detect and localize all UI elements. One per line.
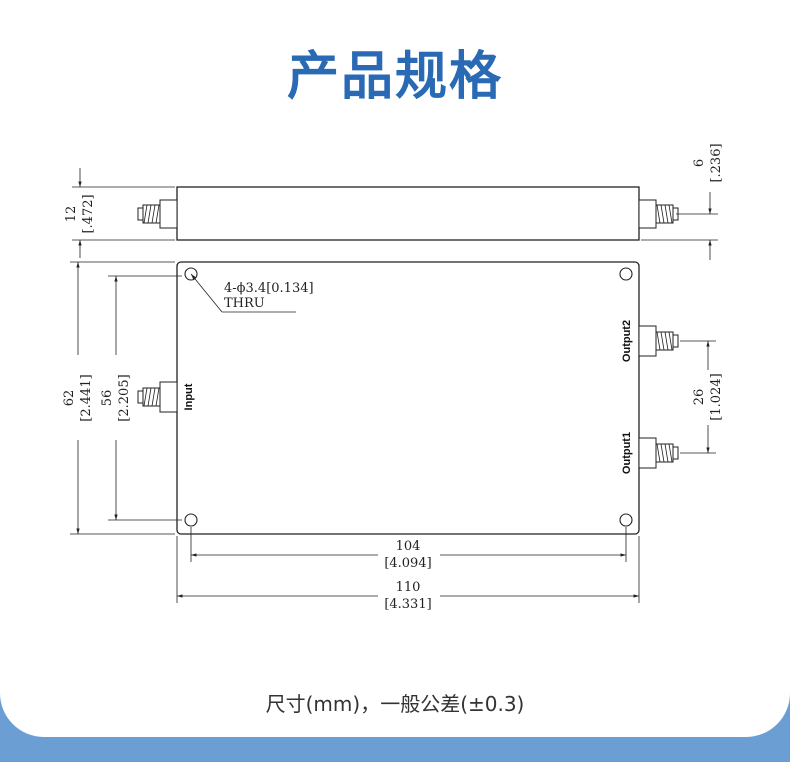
- spec-card: 产品规格: [0, 0, 790, 737]
- dim-hole-pitch-h-mm: 104: [396, 539, 421, 554]
- dim-hole-pitch-v-mm: 56: [100, 390, 115, 407]
- mounting-hole-bottom-right: [619, 513, 633, 527]
- hole-note-thru: THRU: [224, 296, 265, 311]
- dim-output-pitch-mm: 26: [692, 389, 707, 406]
- mounting-hole-bottom-left: [184, 513, 198, 527]
- top-view: Input Output2 Output1 4-ϕ3.4[0.134] THRU…: [62, 261, 724, 612]
- dim-output-pitch-in: [1.024]: [709, 373, 724, 420]
- hole-note-diameter: 4-ϕ3.4[0.134]: [224, 281, 314, 296]
- dim-side-height-in: [.472]: [81, 194, 96, 233]
- page-title: 产品规格: [286, 47, 503, 107]
- dim-body-height-mm: 62: [62, 390, 77, 407]
- side-view: 12 [.472] 6 [.236]: [64, 143, 724, 260]
- dim-body-width-in: [4.331]: [384, 597, 431, 612]
- dim-body-width-mm: 110: [396, 580, 421, 595]
- tolerance-caption: 尺寸(mm)，一般公差(±0.3): [265, 692, 525, 716]
- dim-connector-offset-in: [.236]: [709, 143, 724, 182]
- port-label-input: Input: [183, 383, 195, 410]
- dim-hole-pitch-v-in: [2.205]: [117, 374, 132, 421]
- mounting-hole-top-right: [619, 267, 633, 281]
- dim-body-height-in: [2.441]: [79, 374, 94, 421]
- dim-connector-offset-mm: 6: [692, 159, 707, 167]
- port-label-output2: Output2: [621, 320, 633, 362]
- dim-hole-pitch-h-in: [4.094]: [384, 556, 431, 571]
- dimension-drawing: 12 [.472] 6 [.236] Input Output2: [62, 143, 724, 612]
- port-label-output1: Output1: [621, 432, 633, 474]
- dim-side-height-mm: 12: [64, 206, 79, 223]
